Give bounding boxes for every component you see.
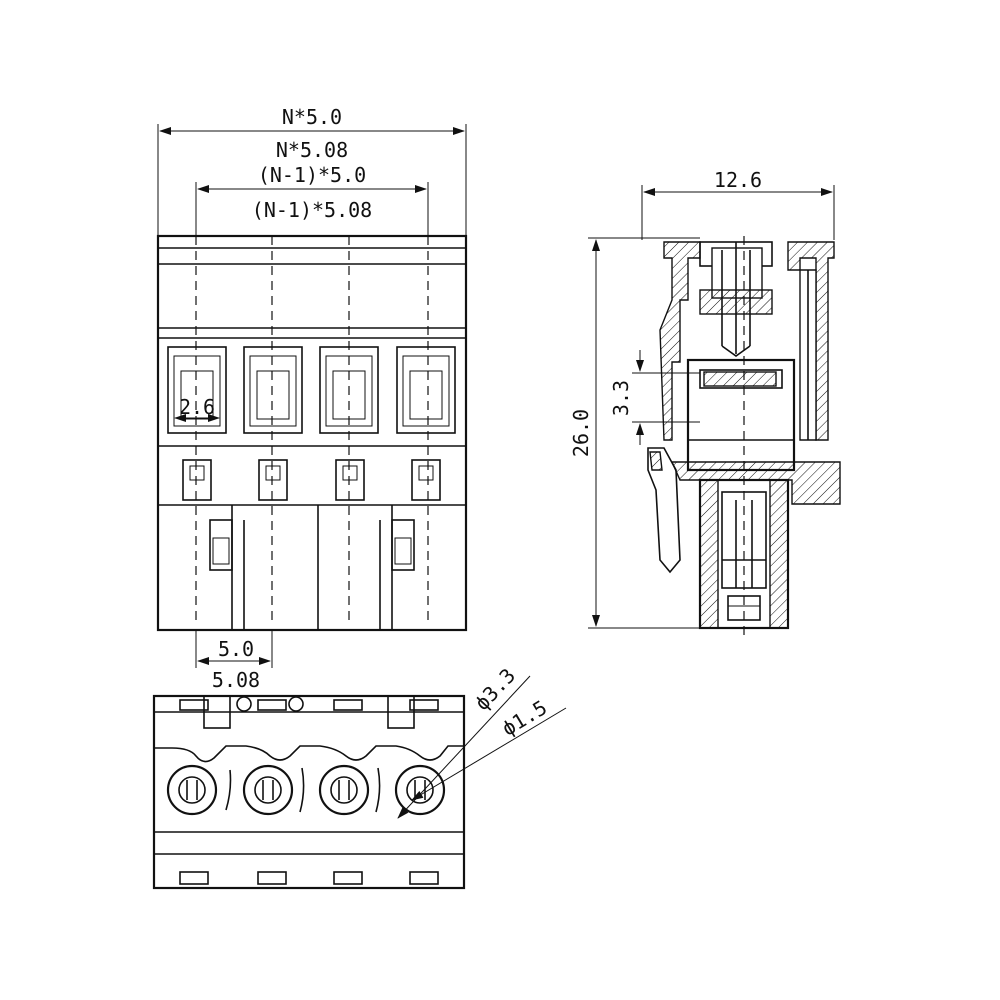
dim-pitch-5-0-label: 5.0 [218, 637, 254, 661]
latch-tab [411, 459, 441, 501]
front-view: N*5.0 N*5.08 (N-1)*5.0 (N-1)*5.08 [156, 105, 468, 692]
dim-overall-5-08-label: N*5.08 [276, 138, 348, 162]
bottom-body-outline [152, 694, 466, 890]
dim-width-label: 12.6 [714, 168, 762, 192]
wire-hole [166, 764, 218, 816]
latch-tab [182, 459, 212, 501]
dim-pitch-5-08-label: 5.08 [212, 668, 260, 692]
bottom-view: ϕ3.3 ϕ1.5 [152, 663, 567, 890]
leader-dia-inner [411, 707, 567, 801]
screw-window [167, 346, 227, 434]
dim-dia-outer-label: ϕ3.3 [470, 663, 520, 715]
dim-window-label: 2.6 [179, 395, 215, 419]
screw-window [243, 346, 303, 434]
side-housing-section [659, 241, 701, 441]
latch-tab [335, 459, 365, 501]
wire-hole [242, 764, 294, 816]
dim-overall-5-0-label: N*5.0 [282, 105, 342, 129]
front-body-outline [156, 234, 468, 632]
dim-inner-5-08-label: (N-1)*5.08 [252, 198, 372, 222]
screw-window [396, 346, 456, 434]
wire-hole [394, 764, 446, 816]
side-view: 12.6 26.0 3.3 [569, 168, 841, 636]
dim-opening-label: 3.3 [609, 380, 633, 416]
latch-tab [258, 459, 288, 501]
dim-inner-5-0-label: (N-1)*5.0 [258, 163, 366, 187]
dim-height-label: 26.0 [569, 409, 593, 457]
wire-hole [318, 764, 370, 816]
side-latch [647, 447, 681, 574]
